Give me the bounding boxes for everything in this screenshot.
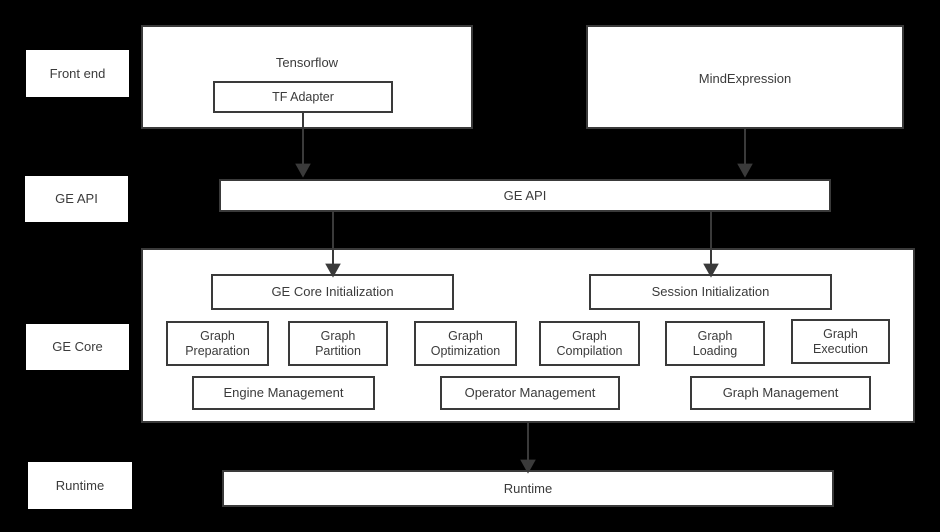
ge-core-initialization-box[interactable]: GE Core Initialization: [211, 274, 454, 310]
ge-api-bar[interactable]: GE API: [219, 179, 831, 212]
lane-label-runtime: Runtime: [28, 462, 132, 509]
module-graph-preparation[interactable]: Graph Preparation: [166, 321, 269, 366]
mindexpression-group-title: MindExpression: [698, 71, 792, 86]
manager-operator-management[interactable]: Operator Management: [440, 376, 620, 410]
mindexpression-group: [586, 25, 904, 129]
runtime-bar[interactable]: Runtime: [222, 470, 834, 507]
module-graph-partition[interactable]: Graph Partition: [288, 321, 388, 366]
lane-label-front-end: Front end: [26, 50, 129, 97]
manager-engine-management[interactable]: Engine Management: [192, 376, 375, 410]
tf-adapter-box[interactable]: TF Adapter: [213, 81, 393, 113]
module-graph-execution[interactable]: Graph Execution: [791, 319, 890, 364]
lane-label-ge-core: GE Core: [26, 324, 129, 370]
tensorflow-group: [141, 25, 473, 129]
module-graph-loading[interactable]: Graph Loading: [665, 321, 765, 366]
module-graph-optimization[interactable]: Graph Optimization: [414, 321, 517, 366]
manager-graph-management[interactable]: Graph Management: [690, 376, 871, 410]
tensorflow-group-title: Tensorflow: [275, 55, 339, 70]
module-graph-compilation[interactable]: Graph Compilation: [539, 321, 640, 366]
session-initialization-box[interactable]: Session Initialization: [589, 274, 832, 310]
lane-label-ge-api: GE API: [25, 176, 128, 222]
